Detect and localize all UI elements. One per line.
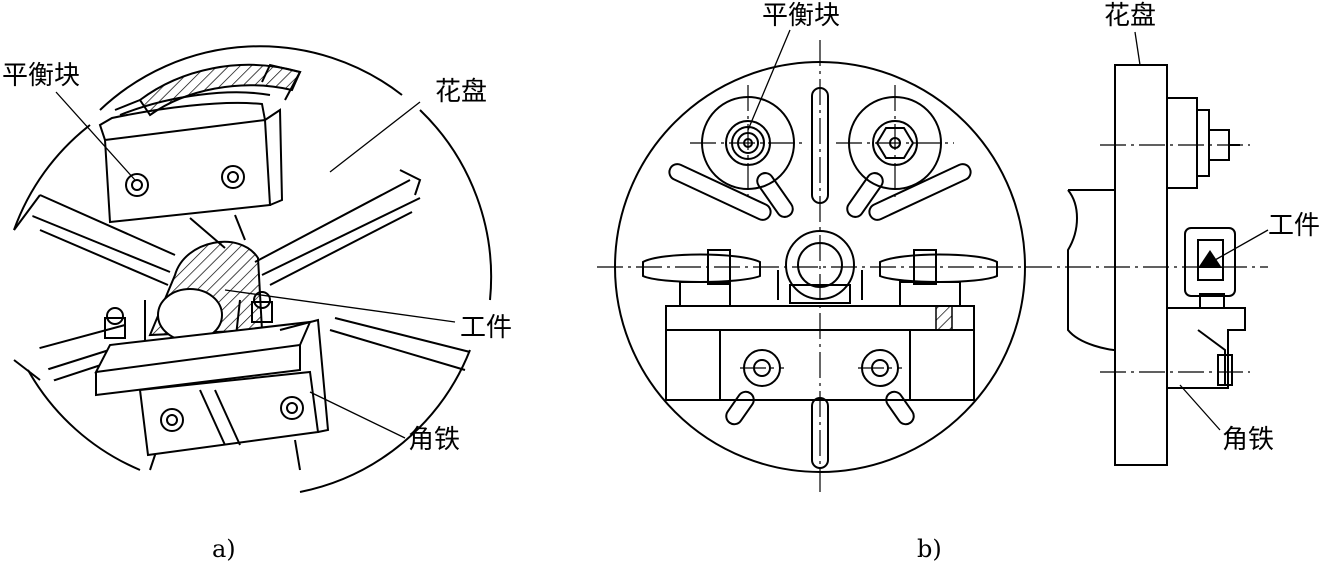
balance-weight-a bbox=[98, 63, 302, 224]
caption-b: b) bbox=[917, 535, 942, 563]
angle-plate-b bbox=[665, 305, 975, 401]
side-view-b bbox=[1067, 64, 1250, 466]
label-angle-plate-b: 角铁 bbox=[1222, 425, 1274, 455]
label-workpiece-a: 工件 bbox=[460, 313, 512, 343]
figure-b: 平衡块 花盘 工件 角铁 b) bbox=[597, 1, 1320, 563]
radial-slots-b bbox=[668, 87, 972, 469]
faceplate-side bbox=[1114, 64, 1168, 466]
leaders-a bbox=[55, 91, 456, 439]
clamps-b bbox=[642, 249, 998, 307]
label-faceplate-b: 花盘 bbox=[1104, 1, 1156, 31]
label-angle-plate-a: 角铁 bbox=[408, 425, 460, 455]
workpiece-a bbox=[119, 240, 301, 350]
leaders-b bbox=[747, 29, 1269, 431]
angle-plate-a bbox=[94, 291, 330, 457]
figure-a: 平衡块 花盘 工件 角铁 a) bbox=[2, 45, 512, 563]
label-workpiece-b: 工件 bbox=[1268, 211, 1320, 241]
caption-a: a) bbox=[212, 535, 236, 563]
label-balance-weight-b: 平衡块 bbox=[762, 1, 840, 31]
label-faceplate-a: 花盘 bbox=[435, 77, 487, 107]
faceplate-a bbox=[13, 45, 493, 493]
label-balance-weight-a: 平衡块 bbox=[2, 61, 80, 91]
balance-weights-b bbox=[690, 85, 954, 200]
workpiece-b bbox=[777, 230, 863, 304]
